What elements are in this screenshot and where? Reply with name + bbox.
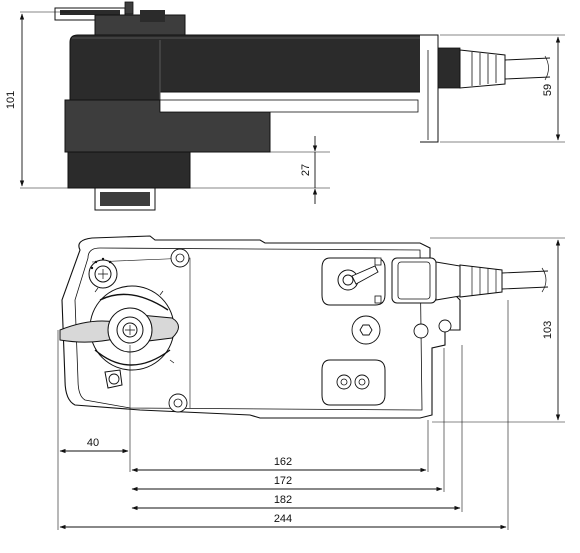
mounting-hole — [413, 323, 429, 339]
mounting-holes — [168, 248, 452, 413]
cable-side — [459, 49, 551, 89]
dimension-59-label: 59 — [542, 84, 554, 96]
manual-override-screw — [104, 369, 123, 389]
aux-switch — [321, 257, 386, 306]
dimension-244: 244 — [59, 513, 507, 530]
dimension-162-label: 162 — [274, 456, 292, 468]
dimension-40-label: 40 — [87, 437, 99, 449]
dimension-103-label: 103 — [542, 321, 554, 339]
dimension-182-label: 182 — [274, 494, 292, 506]
dimension-27-label: 27 — [300, 164, 312, 176]
side-extension-lines — [20, 11, 565, 189]
dimension-182: 182 — [131, 494, 461, 511]
connector-block — [321, 359, 386, 406]
adjustment-dial — [88, 257, 118, 289]
dimension-40: 40 — [59, 437, 129, 454]
dimension-172-label: 172 — [274, 475, 292, 487]
dimension-101-label: 101 — [5, 91, 17, 109]
shaft-clamp — [59, 285, 179, 371]
dimension-162: 162 — [131, 456, 427, 473]
dimension-244-label: 244 — [274, 513, 292, 525]
side-view: 101 59 27 — [5, 1, 565, 211]
dimension-101: 101 — [5, 13, 25, 187]
cable-bracket-side — [420, 34, 461, 143]
actuator-body-side — [64, 34, 429, 211]
dimension-59: 59 — [542, 36, 561, 141]
dimension-103: 103 — [542, 239, 561, 421]
plan-view: 103 40 162 172 182 244 — [57, 235, 565, 530]
plan-extension-lines — [57, 237, 565, 530]
dimension-172: 172 — [131, 475, 443, 492]
cable-plan — [391, 257, 549, 304]
clamp-top — [54, 1, 186, 38]
dimension-27: 27 — [190, 136, 330, 204]
